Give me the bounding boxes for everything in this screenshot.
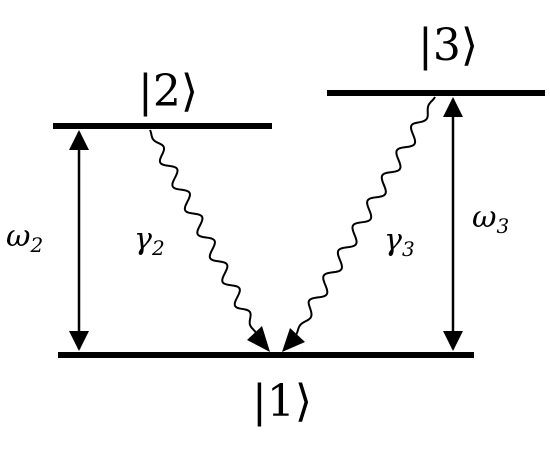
gamma-3-arrowhead xyxy=(282,328,305,352)
gamma-3-decay-line xyxy=(295,96,436,336)
omega-2-subscript: 2 xyxy=(30,233,44,257)
omega-2-symbol: ω xyxy=(6,219,31,254)
gamma-3-label: γ3 xyxy=(384,223,415,261)
omega-3-symbol: ω xyxy=(472,200,497,235)
level-1-label: |1⟩ xyxy=(252,376,312,427)
omega-3-subscript: 3 xyxy=(496,214,510,238)
gamma-2-subscript: 2 xyxy=(151,236,165,260)
gamma-2-arrowhead xyxy=(247,326,270,352)
omega-3-label: ω3 xyxy=(472,200,510,238)
gamma-3-subscript: 3 xyxy=(401,237,415,261)
level-2-label: |2⟩ xyxy=(138,66,198,117)
gamma-2-label: γ2 xyxy=(134,222,165,260)
gamma-2-symbol: γ xyxy=(134,222,152,257)
omega-2-label: ω2 xyxy=(6,219,44,257)
gamma-3-symbol: γ xyxy=(384,223,402,258)
gamma-2-decay-line xyxy=(149,129,257,334)
level-3-label: |3⟩ xyxy=(418,20,478,71)
